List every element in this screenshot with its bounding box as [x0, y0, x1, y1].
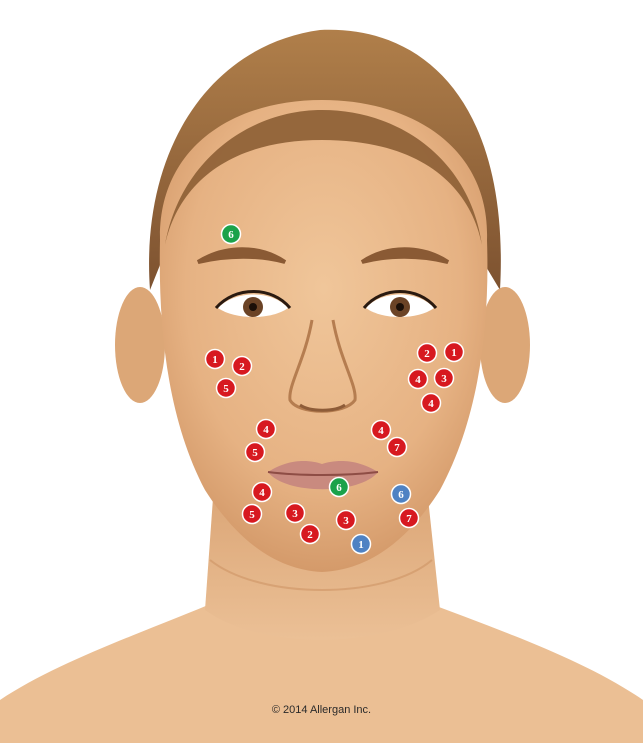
marker-label: 6	[336, 482, 342, 494]
marker-label: 4	[378, 425, 384, 437]
marker-label: 1	[451, 347, 457, 359]
marker-red-4: 4	[422, 394, 441, 413]
marker-red-5: 5	[243, 505, 262, 524]
marker-label: 5	[223, 383, 229, 395]
marker-red-1: 1	[445, 343, 464, 362]
marker-label: 4	[428, 398, 434, 410]
marker-red-4: 4	[257, 420, 276, 439]
marker-label: 7	[394, 442, 400, 454]
copyright-notice: © 2014 Allergan Inc.	[0, 704, 643, 716]
marker-red-4: 4	[372, 421, 391, 440]
marker-label: 3	[343, 515, 349, 527]
marker-label: 6	[228, 229, 234, 241]
marker-blue-1: 1	[352, 535, 371, 554]
marker-label: 6	[398, 489, 404, 501]
marker-label: 1	[358, 539, 364, 551]
marker-label: 2	[239, 361, 245, 373]
marker-red-3: 3	[337, 511, 356, 530]
marker-blue-6: 6	[392, 485, 411, 504]
marker-label: 2	[424, 348, 430, 360]
marker-red-3: 3	[435, 369, 454, 388]
marker-green-6: 6	[222, 225, 241, 244]
marker-red-5: 5	[217, 379, 236, 398]
marker-label: 4	[263, 424, 269, 436]
marker-red-2: 2	[301, 525, 320, 544]
marker-label: 5	[249, 509, 255, 521]
marker-label: 3	[441, 373, 447, 385]
marker-red-5: 5	[246, 443, 265, 462]
marker-red-2: 2	[233, 357, 252, 376]
marker-green-6: 6	[330, 478, 349, 497]
marker-red-7: 7	[400, 509, 419, 528]
marker-red-4: 4	[253, 483, 272, 502]
marker-red-1: 1	[206, 350, 225, 369]
marker-label: 5	[252, 447, 258, 459]
marker-label: 4	[259, 487, 265, 499]
marker-label: 1	[212, 354, 218, 366]
marker-red-2: 2	[418, 344, 437, 363]
marker-red-7: 7	[388, 438, 407, 457]
marker-label: 2	[307, 529, 313, 541]
marker-label: 3	[292, 508, 298, 520]
marker-label: 4	[415, 374, 421, 386]
marker-red-3: 3	[286, 504, 305, 523]
marker-red-4: 4	[409, 370, 428, 389]
marker-label: 7	[406, 513, 412, 525]
